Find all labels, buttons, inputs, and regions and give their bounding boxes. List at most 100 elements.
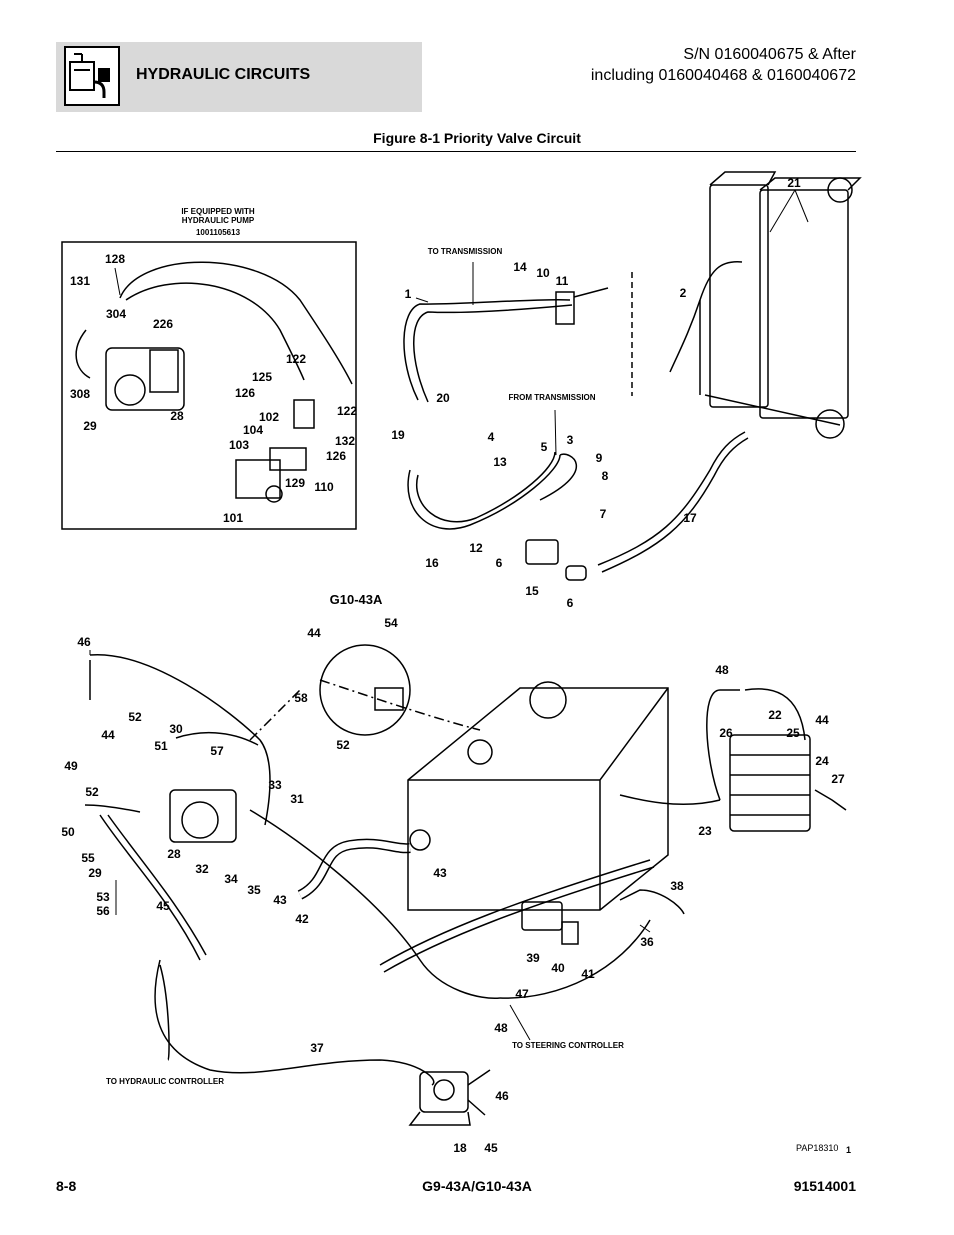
callout: 122	[286, 352, 306, 366]
note-to-hydraulic-controller: TO HYDRAULIC CONTROLLER	[106, 1077, 224, 1086]
callout: 43	[273, 893, 287, 907]
callout: 55	[81, 851, 95, 865]
callout: 13	[493, 455, 507, 469]
callout: 304	[106, 307, 126, 321]
callout: 37	[310, 1041, 324, 1055]
callout: 308	[70, 387, 90, 401]
callout: 1	[405, 287, 412, 301]
callout: 28	[170, 409, 184, 423]
callout: 22	[768, 708, 782, 722]
callout: 45	[156, 899, 170, 913]
inset-caption-2: HYDRAULIC PUMP	[182, 216, 255, 225]
callout: 20	[436, 391, 450, 405]
pap-number: 1	[846, 1145, 852, 1155]
callout: 52	[336, 738, 350, 752]
callout: 25	[786, 726, 800, 740]
document-number: 91514001	[793, 1178, 856, 1194]
callout: 43	[433, 866, 447, 880]
callout: 17	[683, 511, 697, 525]
callout: 131	[70, 274, 90, 288]
callout: 15	[525, 584, 539, 598]
callout: 23	[698, 824, 712, 838]
inset-callouts: 128 131 304 226 308 29 28 122 125 126 12…	[70, 252, 357, 525]
callout: 30	[169, 722, 183, 736]
callout: 132	[335, 434, 355, 448]
callout: 10	[536, 266, 550, 280]
callout: 4	[488, 430, 495, 444]
callout: 52	[85, 785, 99, 799]
callout: 29	[88, 866, 102, 880]
callout: 18	[453, 1141, 467, 1155]
callout: 48	[715, 663, 729, 677]
callout: 39	[526, 951, 540, 965]
callout: 103	[229, 438, 249, 452]
callout: 32	[195, 862, 209, 876]
callout: 3	[567, 433, 574, 447]
callout: 27	[831, 772, 845, 786]
callout: 7	[600, 507, 607, 521]
callout: 26	[719, 726, 733, 740]
callout: 2	[680, 286, 687, 300]
note-from-transmission: FROM TRANSMISSION	[508, 393, 595, 402]
callout: 125	[252, 370, 272, 384]
callout: 51	[154, 739, 168, 753]
inset-caption-3: 1001105613	[196, 228, 241, 237]
pap-code: PAP18310	[796, 1143, 839, 1153]
callout: 126	[326, 449, 346, 463]
sn-line-1: S/N 0160040675 & After	[683, 46, 856, 63]
callout: 29	[83, 419, 97, 433]
callout: 16	[425, 556, 439, 570]
callout: 56	[96, 904, 110, 918]
inset-caption-1: IF EQUIPPED WITH	[181, 207, 255, 216]
callout: 122	[337, 404, 357, 418]
callout: 9	[596, 451, 603, 465]
header-rule	[56, 151, 856, 152]
callout: 28	[167, 847, 181, 861]
callout: 11	[556, 274, 569, 288]
inset-box	[61, 241, 357, 530]
model-number: G9-43A/G10-43A	[422, 1178, 532, 1194]
callout: 54	[384, 616, 398, 630]
callout: 47	[515, 987, 529, 1001]
note-to-steering-controller: TO STEERING CONTROLLER	[512, 1041, 624, 1050]
serial-number-range: S/N 0160040675 & After including 0160040…	[591, 44, 856, 86]
lower-callouts: 46 44 54 58 52 48 52 30 44 51 57 49 52 5…	[61, 616, 845, 1155]
callout: 58	[294, 691, 308, 705]
callout: 40	[551, 961, 565, 975]
callout: 12	[469, 541, 483, 555]
callout: 102	[259, 410, 279, 424]
callout: 21	[787, 176, 801, 190]
callout: 24	[815, 754, 829, 768]
callout: 128	[105, 252, 125, 266]
model-label: G10-43A	[330, 592, 383, 607]
hydraulic-circuits-icon	[64, 46, 120, 106]
callout: 44	[815, 713, 829, 727]
callout: 36	[640, 935, 654, 949]
callout: 52	[128, 710, 142, 724]
callout: 33	[268, 778, 282, 792]
figure-title: Figure 8-1 Priority Valve Circuit	[373, 130, 581, 146]
section-title: HYDRAULIC CIRCUITS	[136, 66, 311, 83]
callout: 6	[496, 556, 503, 570]
callout: 41	[581, 967, 595, 981]
callout: 126	[235, 386, 255, 400]
callout: 129	[285, 476, 305, 490]
page-number: 8-8	[56, 1178, 77, 1194]
callout: 46	[495, 1089, 509, 1103]
callout: 35	[247, 883, 261, 897]
note-to-transmission: TO TRANSMISSION	[428, 247, 503, 256]
callout: 8	[602, 469, 609, 483]
callout: 44	[307, 626, 321, 640]
callout: 110	[314, 480, 334, 494]
callout: 19	[391, 428, 405, 442]
upper-callouts: 14 10 11 1 21 2 20 19 4 13 5 3 9 8 7 17 …	[391, 176, 801, 610]
callout: 57	[210, 744, 224, 758]
callout: 226	[153, 317, 173, 331]
callout: 104	[243, 423, 263, 437]
sn-line-2: including 0160040468 & 0160040672	[590, 67, 856, 84]
callout: 101	[223, 511, 243, 525]
callout: 45	[484, 1141, 498, 1155]
callout: 46	[77, 635, 91, 649]
callout: 44	[101, 728, 115, 742]
